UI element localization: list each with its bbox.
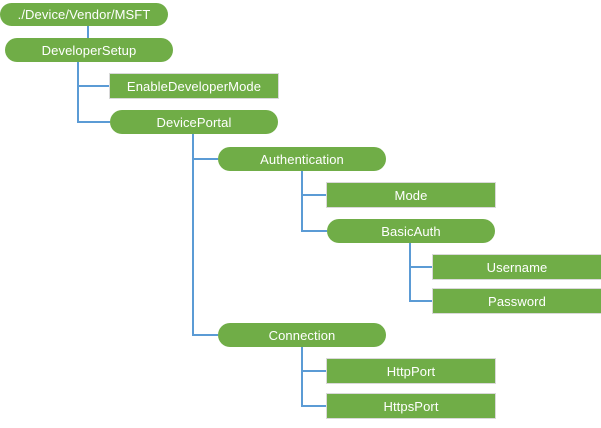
tree-node-label: DevicePortal — [156, 114, 232, 130]
connector-deviceportal-to-connection — [192, 134, 218, 336]
tree-node-label: HttpsPort — [383, 398, 439, 414]
connector-authentication-to-basicauth — [301, 171, 327, 232]
tree-node-connection[interactable]: Connection — [218, 323, 386, 347]
connector-connection-to-httpport — [301, 347, 327, 372]
tree-node-httpport[interactable]: HttpPort — [327, 359, 495, 383]
connector-authentication-to-mode — [301, 171, 327, 196]
tree-node-mode[interactable]: Mode — [327, 183, 495, 207]
tree-node-label: Mode — [394, 187, 428, 203]
tree-node-developersetup[interactable]: DeveloperSetup — [5, 38, 173, 62]
connector-connection-to-httpsport — [301, 347, 327, 407]
connector-basicauth-to-password — [409, 243, 433, 302]
tree-node-httpsport[interactable]: HttpsPort — [327, 394, 495, 418]
tree-node-label: Password — [488, 293, 546, 309]
tree-node-label: ./Device/Vendor/MSFT — [17, 7, 151, 22]
tree-node-password[interactable]: Password — [433, 289, 601, 313]
tree-node-enabledevelopermode[interactable]: EnableDeveloperMode — [110, 74, 278, 98]
tree-node-root[interactable]: ./Device/Vendor/MSFT — [0, 3, 168, 26]
tree-node-label: BasicAuth — [381, 223, 441, 239]
tree-node-deviceportal[interactable]: DevicePortal — [110, 110, 278, 134]
tree-node-label: Connection — [268, 327, 336, 343]
tree-node-label: DeveloperSetup — [41, 42, 137, 58]
connector-deviceportal-to-authentication — [192, 134, 218, 160]
tree-node-label: EnableDeveloperMode — [126, 78, 262, 94]
connector-basicauth-to-username — [409, 243, 433, 268]
tree-node-label: HttpPort — [386, 363, 436, 379]
tree-node-basicauth[interactable]: BasicAuth — [327, 219, 495, 243]
tree-node-authentication[interactable]: Authentication — [218, 147, 386, 171]
tree-node-username[interactable]: Username — [433, 255, 601, 279]
connector-developersetup-to-deviceportal — [77, 62, 110, 123]
tree-node-label: Authentication — [260, 151, 344, 167]
connector-developersetup-to-enabledevelopermode — [77, 62, 110, 87]
tree-node-label: Username — [486, 259, 548, 275]
